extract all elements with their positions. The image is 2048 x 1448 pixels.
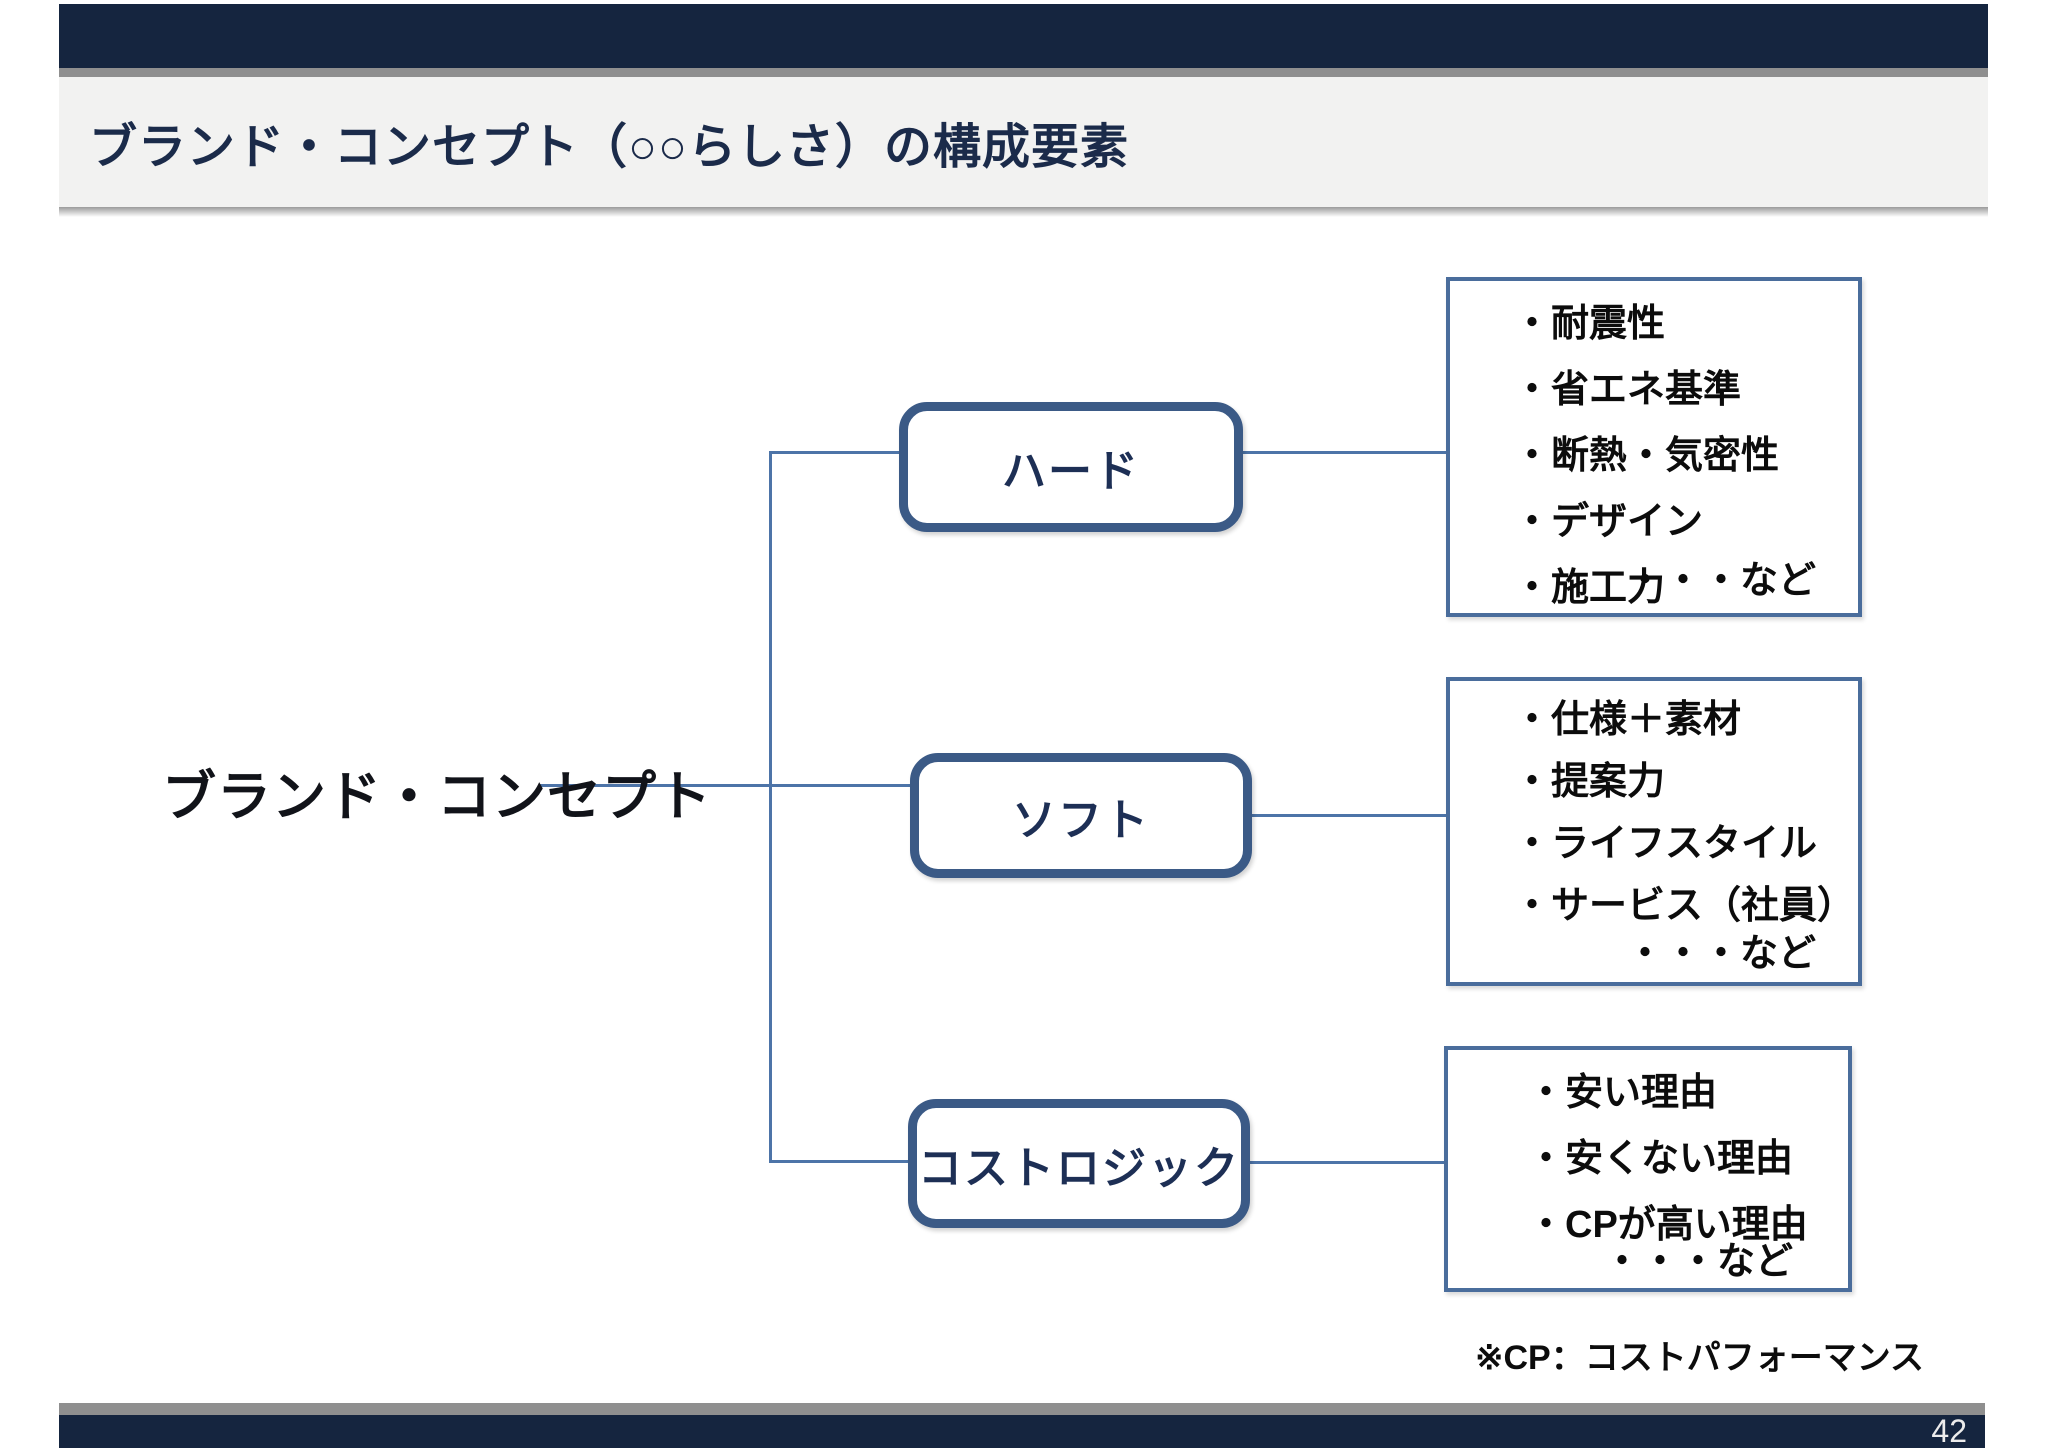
node-cost-logic: コストロジック: [908, 1099, 1250, 1228]
header-bar-shadow: [59, 68, 1988, 77]
list-item: ・安い理由: [1527, 1072, 1718, 1114]
page-number: 42: [1931, 1413, 1967, 1448]
list-item: ・施工力: [1513, 567, 1666, 609]
node-soft-label: ソフト: [1012, 795, 1150, 845]
connector-hard-panel: [1243, 451, 1448, 454]
list-item: ・CPが高い理由: [1527, 1204, 1808, 1246]
panel-cost-items: ・安い理由 ・安くない理由 ・CPが高い理由 ・・・など: [1444, 1046, 1852, 1292]
cp-footnote: ※CP：コストパフォーマンス: [1475, 1339, 1925, 1377]
page-title: ブランド・コンセプト（○○らしさ）の構成要素: [89, 121, 1129, 174]
list-item: ・提案力: [1513, 761, 1666, 803]
list-item: ・サービス（社員）: [1513, 885, 1856, 927]
node-cost-logic-label: コストロジック: [918, 1143, 1240, 1193]
connector-soft-panel: [1252, 814, 1448, 817]
connector-branch-hard: [769, 451, 901, 454]
connector-branch-cost: [769, 1160, 910, 1163]
title-band: ブランド・コンセプト（○○らしさ）の構成要素: [59, 77, 1988, 217]
list-item: ・省エネ基準: [1513, 369, 1742, 411]
panel-hard-items: ・耐震性 ・省エネ基準 ・断熱・気密性 ・デザイン ・施工力 ・・・など: [1446, 277, 1862, 617]
etc-label: ・・・など: [1625, 933, 1816, 975]
header-bar: [59, 4, 1988, 68]
connector-trunk-line: [769, 451, 772, 1163]
etc-label: ・・・など: [1625, 560, 1816, 602]
panel-soft-items: ・仕様＋素材 ・提案力 ・ライフスタイル ・サービス（社員） ・・・など: [1446, 677, 1862, 986]
list-item: ・デザイン: [1513, 501, 1704, 543]
etc-label: ・・・など: [1602, 1241, 1793, 1283]
footer-bar: 42: [59, 1415, 1985, 1448]
connector-root-line: [540, 784, 910, 787]
connector-cost-panel: [1250, 1161, 1446, 1164]
root-label: ブランド・コンセプト: [162, 767, 712, 827]
list-item: ・ライフスタイル: [1513, 823, 1818, 865]
node-soft: ソフト: [910, 753, 1252, 878]
list-item: ・耐震性: [1513, 303, 1666, 345]
list-item: ・安くない理由: [1527, 1138, 1794, 1180]
list-item: ・仕様＋素材: [1513, 699, 1742, 741]
node-hard: ハード: [899, 402, 1243, 532]
node-hard-label: ハード: [1002, 447, 1140, 496]
footer-bar-shadow: [59, 1403, 1985, 1415]
list-item: ・断熱・気密性: [1513, 435, 1780, 477]
